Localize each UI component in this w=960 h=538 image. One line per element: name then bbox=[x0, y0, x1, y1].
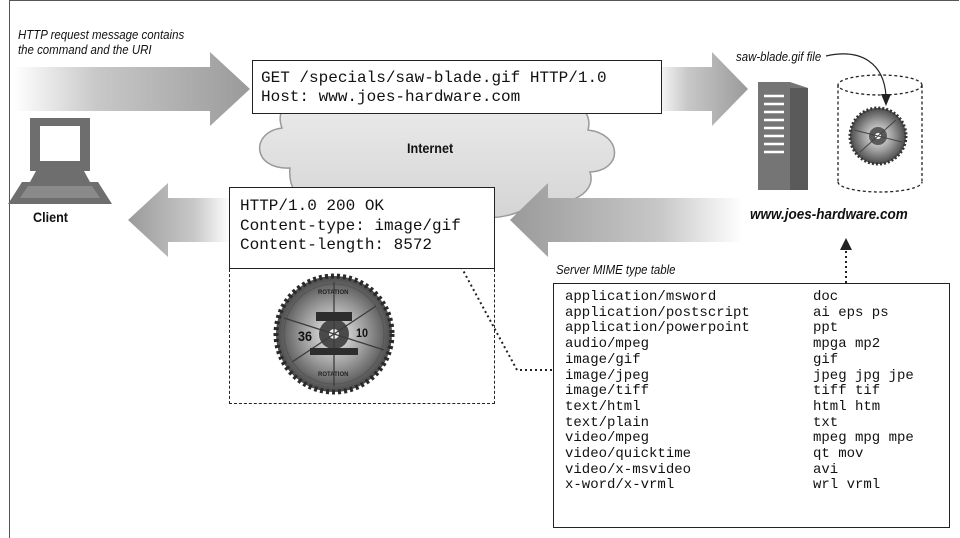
file-pointer-arrow bbox=[825, 53, 891, 106]
mime-extension-cell: gif bbox=[813, 351, 839, 368]
mime-type-cell: image/tiff bbox=[565, 383, 650, 400]
request-caption: HTTP request message contains the comman… bbox=[18, 27, 185, 57]
file-caption: saw-blade.gif file bbox=[736, 49, 822, 64]
request-line: GET /specials/saw-blade.gif HTTP/1.0 bbox=[261, 69, 607, 87]
server-icon bbox=[758, 82, 808, 190]
mime-extension-cell: mpga mp2 bbox=[813, 336, 881, 353]
client-computer-icon bbox=[8, 118, 112, 204]
response-status-line: HTTP/1.0 200 OK bbox=[240, 197, 385, 215]
mime-type-cell: application/msword bbox=[565, 289, 717, 305]
mime-extension-cell: ppt bbox=[813, 320, 839, 337]
mime-extension-cell: txt bbox=[813, 414, 839, 431]
response-body-box bbox=[229, 269, 495, 404]
mime-type-cell: video/mpeg bbox=[565, 430, 650, 447]
mime-type-cell: x-word/x-vrml bbox=[565, 477, 675, 494]
mime-extension-cell: jpeg jpg jpe bbox=[813, 367, 914, 384]
mime-type-cell: application/postscript bbox=[565, 304, 750, 321]
client-label: Client bbox=[33, 209, 69, 225]
mime-type-cell: audio/mpeg bbox=[565, 336, 650, 353]
response-arrow-right bbox=[510, 183, 742, 257]
mime-to-server-arrow bbox=[840, 238, 852, 283]
mime-table-row: application/powerpoint ppt bbox=[565, 321, 949, 337]
mime-table-row: image/tiff tiff tif bbox=[565, 384, 949, 400]
mime-table-row: video/x-msvideo avi bbox=[565, 461, 949, 479]
file-storage-cylinder bbox=[837, 74, 923, 193]
mime-table-row: x-word/x-vrml wrl vrml bbox=[565, 478, 949, 494]
request-host-header: Host: www.joes-hardware.com bbox=[261, 88, 521, 106]
mime-table-row: application/msword doc bbox=[565, 289, 949, 306]
mime-table-row: text/plain txt bbox=[565, 414, 949, 432]
response-content-length-header: Content-length: 8572 bbox=[240, 236, 433, 254]
mime-table-row: image/gif gif bbox=[565, 351, 949, 369]
mime-type-cell: application/powerpoint bbox=[565, 320, 750, 337]
server-hostname-label: www.joes-hardware.com bbox=[750, 206, 908, 223]
mime-extension-cell: html htm bbox=[813, 398, 881, 415]
mime-extension-cell: wrl vrml bbox=[813, 477, 881, 494]
mime-type-cell: video/x-msvideo bbox=[565, 461, 692, 478]
mime-extension-cell: avi bbox=[813, 461, 839, 478]
response-arrow-left bbox=[128, 183, 230, 257]
mime-type-cell: image/gif bbox=[565, 351, 641, 368]
small-saw-blade-image bbox=[848, 106, 908, 166]
large-saw-blade-image bbox=[273, 273, 395, 395]
internet-label: Internet bbox=[407, 140, 454, 156]
mime-type-cell: text/html bbox=[565, 398, 641, 415]
mime-extension-cell: qt mov bbox=[813, 446, 864, 463]
mime-type-cell: text/plain bbox=[565, 414, 650, 431]
mime-table-row: application/postscript ai eps ps bbox=[565, 304, 949, 322]
mime-table-caption: Server MIME type table bbox=[556, 262, 676, 277]
response-content-type-header: Content-type: image/gif bbox=[240, 216, 461, 235]
mime-table-row: text/html html htm bbox=[565, 398, 949, 416]
request-arrow-left bbox=[14, 52, 250, 126]
mime-table-row: audio/mpeg mpga mp2 bbox=[565, 336, 949, 353]
request-message-box: GET /specials/saw-blade.gif HTTP/1.0 Hos… bbox=[252, 60, 662, 114]
blade-size-label: 36 bbox=[298, 328, 313, 344]
blade-rotation-top: ROTATION bbox=[318, 290, 349, 296]
mime-extension-cell: ai eps ps bbox=[813, 304, 889, 321]
request-arrow-right bbox=[655, 52, 748, 126]
mime-table-row: video/mpeg mpeg mpg mpe bbox=[565, 431, 949, 447]
blade-size-right-label: 10 bbox=[356, 326, 369, 340]
mime-table-row: image/jpeg jpeg jpg jpe bbox=[565, 367, 949, 385]
mime-type-cell: video/quicktime bbox=[565, 446, 692, 463]
mime-table-row: video/quicktime qt mov bbox=[565, 446, 949, 463]
mime-type-cell: image/jpeg bbox=[565, 367, 650, 384]
mime-extension-cell: tiff tif bbox=[813, 383, 881, 400]
figure-frame bbox=[9, 0, 959, 538]
blade-rotation-bottom: ROTATION bbox=[318, 372, 349, 378]
response-message-box: HTTP/1.0 200 OK Content-type: image/gif … bbox=[229, 187, 495, 269]
mime-extension-cell: mpeg mpg mpe bbox=[813, 430, 914, 447]
mime-extension-cell: doc bbox=[813, 289, 839, 305]
